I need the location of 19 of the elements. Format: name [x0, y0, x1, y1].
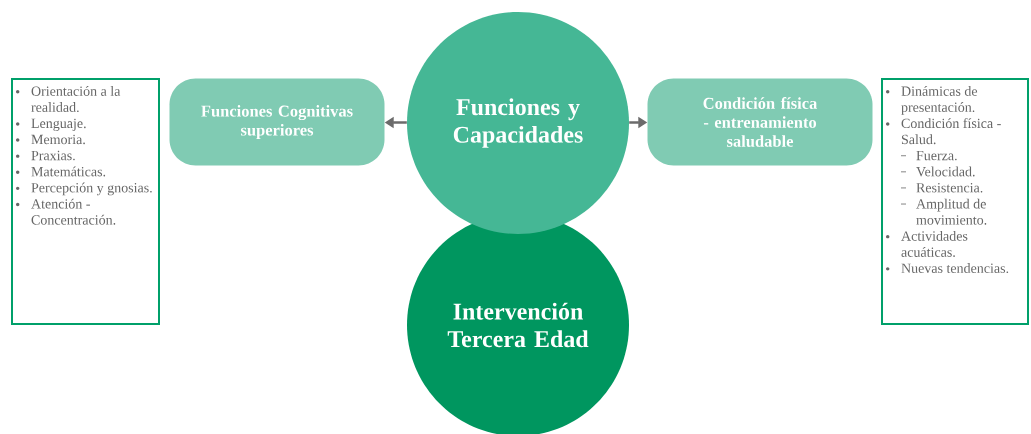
list-item: Dinámicas de presentación.	[886, 86, 978, 115]
list-item: Nuevas tendencias.	[886, 263, 1009, 274]
list-item: Actividades acuáticas.	[886, 230, 968, 257]
list-item: Praxias.	[16, 150, 75, 161]
list-item: Orientación a la realidad.	[16, 86, 121, 113]
rounded-box: Funciones Cognitivas superiores	[169, 78, 385, 166]
list-item: Atención - Concentración.	[16, 198, 116, 225]
list-item: Amplitud de movimiento.	[900, 198, 987, 225]
list-item: Velocidad.	[900, 166, 975, 177]
list-box	[881, 78, 1029, 325]
list-item: Fuerza.	[900, 150, 957, 161]
list-item: Lenguaje.	[16, 118, 86, 131]
list-item: Memoria.	[16, 134, 85, 145]
list-item: Condición física - Salud.	[886, 118, 1001, 145]
list-box	[11, 78, 160, 325]
list-item: Matemáticas.	[16, 166, 106, 177]
list-item: Percepción y gnosias.	[16, 182, 152, 196]
list-item: Resistencia.	[900, 183, 983, 193]
rounded-box: Condición física - entrenamiento saludable	[647, 78, 873, 166]
